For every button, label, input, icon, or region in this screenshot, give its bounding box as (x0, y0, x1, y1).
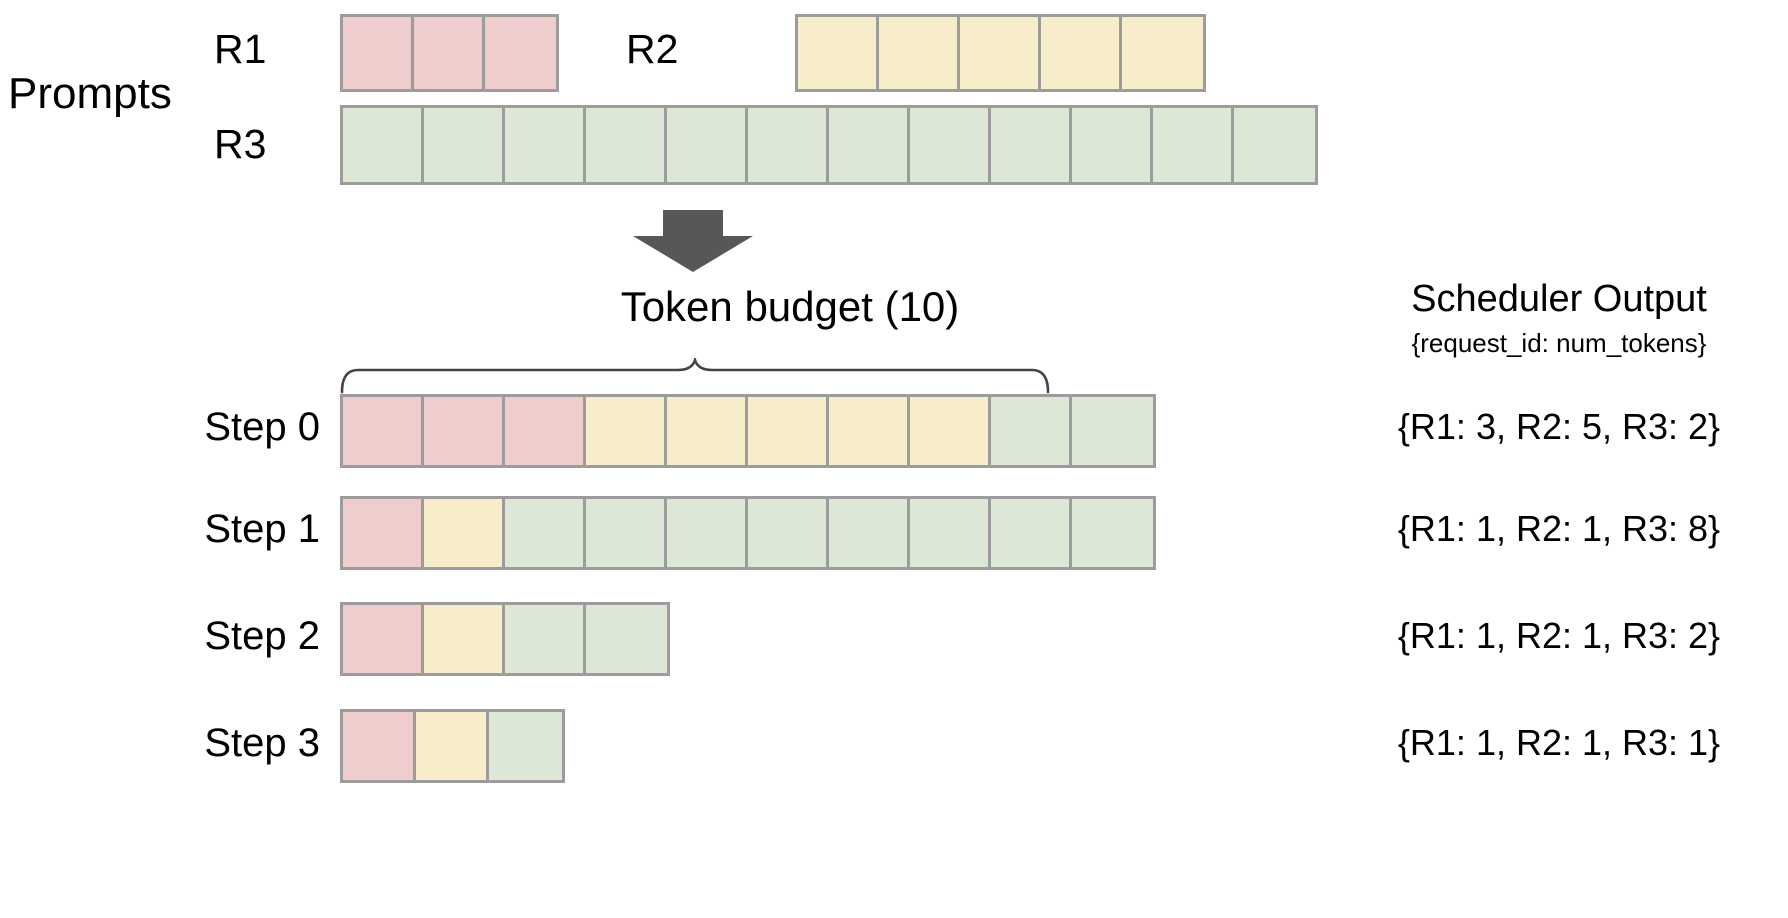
token-cell-r1 (343, 397, 424, 465)
token-cell (960, 17, 1041, 89)
scheduler-output-title: Scheduler Output (1411, 278, 1707, 320)
token-cell-r2 (910, 397, 991, 465)
step-row-2 (340, 602, 670, 676)
token-cell-r3 (586, 605, 667, 673)
token-cell (586, 108, 667, 182)
token-cell-r2 (829, 397, 910, 465)
step-row-3 (340, 709, 565, 783)
prompt-row-r2 (795, 14, 1206, 92)
token-cell (424, 108, 505, 182)
token-cell (1153, 108, 1234, 182)
token-cell-r3 (748, 499, 829, 567)
step-row-1 (340, 496, 1156, 570)
token-cell-r3 (1072, 499, 1153, 567)
token-cell-r2 (424, 499, 505, 567)
prompts-section-label: Prompts (8, 69, 172, 118)
token-cell (343, 17, 414, 89)
token-cell-r3 (910, 499, 991, 567)
scheduler-output-line-2: {R1: 1, R2: 1, R3: 2} (1397, 615, 1721, 656)
curly-brace-icon (340, 358, 1050, 394)
scheduler-output-line-0: {R1: 3, R2: 5, R3: 2} (1397, 406, 1721, 447)
token-cell-r2 (424, 605, 505, 673)
down-arrow-icon (633, 210, 753, 272)
token-cell (414, 17, 485, 89)
token-cell-r3 (505, 605, 586, 673)
token-cell-r3 (991, 397, 1072, 465)
token-cell (1234, 108, 1315, 182)
token-cell (798, 17, 879, 89)
token-cell (910, 108, 991, 182)
token-cell-r1 (343, 605, 424, 673)
token-cell (1072, 108, 1153, 182)
token-cell-r2 (748, 397, 829, 465)
step-label-0: Step 0 (204, 405, 320, 449)
step-label-2: Step 2 (204, 614, 320, 658)
token-cell (829, 108, 910, 182)
token-cell-r3 (505, 499, 586, 567)
scheduler-output-subtitle: {request_id: num_tokens} (1411, 328, 1707, 358)
scheduler-output-line-3: {R1: 1, R2: 1, R3: 1} (1397, 722, 1721, 763)
token-cell-r1 (505, 397, 586, 465)
token-cell-r3 (489, 712, 562, 780)
token-cell-r1 (424, 397, 505, 465)
token-cell (1041, 17, 1122, 89)
token-cell (343, 108, 424, 182)
token-cell (1122, 17, 1203, 89)
token-cell-r3 (667, 499, 748, 567)
prompt-label-r2: R2 (626, 26, 679, 72)
token-cell-r1 (343, 499, 424, 567)
token-cell-r2 (416, 712, 489, 780)
token-cell (748, 108, 829, 182)
prompt-label-r3: R3 (214, 121, 267, 167)
token-cell (485, 17, 556, 89)
prompt-row-r1 (340, 14, 559, 92)
token-cell-r2 (667, 397, 748, 465)
token-budget-label: Token budget (10) (620, 283, 960, 330)
token-cell-r2 (586, 397, 667, 465)
token-cell (505, 108, 586, 182)
prompt-row-r3 (340, 105, 1318, 185)
step-label-3: Step 3 (204, 721, 320, 765)
token-cell-r3 (1072, 397, 1153, 465)
token-cell-r3 (829, 499, 910, 567)
prompt-label-r1: R1 (214, 26, 267, 72)
step-label-1: Step 1 (204, 507, 320, 551)
step-row-0 (340, 394, 1156, 468)
token-cell (879, 17, 960, 89)
scheduler-output-line-1: {R1: 1, R2: 1, R3: 8} (1397, 508, 1721, 549)
token-cell-r1 (343, 712, 416, 780)
token-cell (667, 108, 748, 182)
token-cell-r3 (586, 499, 667, 567)
token-cell-r3 (991, 499, 1072, 567)
token-cell (991, 108, 1072, 182)
